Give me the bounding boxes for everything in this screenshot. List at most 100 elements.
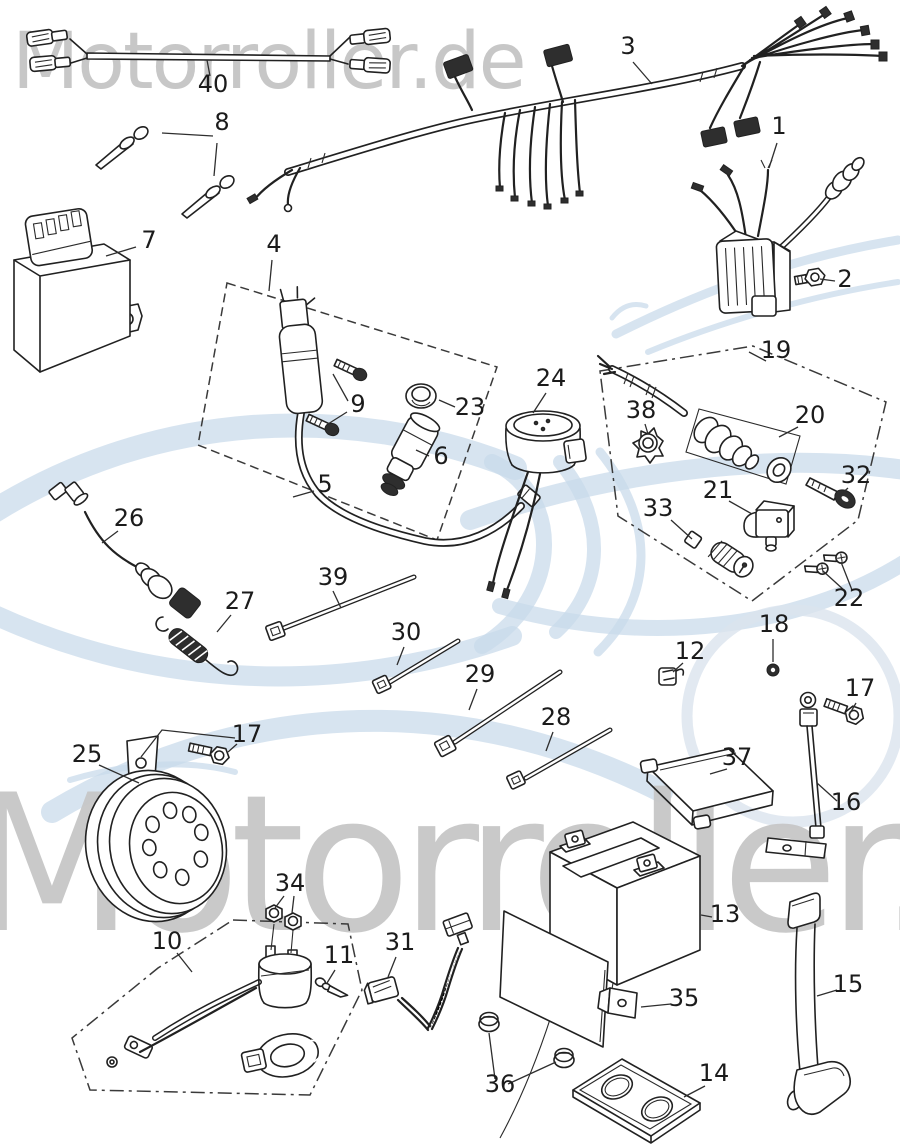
callout-15: 15 [816,970,864,998]
svg-text:24: 24 [536,364,567,392]
part-seat-lock [743,500,795,552]
callout-3: 3 [620,32,653,85]
callout-24: 24 [532,364,567,414]
svg-text:32: 32 [841,461,872,489]
callout-6: 6 [415,442,449,470]
part-horn [84,735,228,923]
part-main-wiring-harness [246,5,888,213]
callout-37: 37 [709,743,752,775]
part-tension-spring [155,616,239,677]
part-lock-cylinder [684,530,754,578]
svg-text:27: 27 [225,587,256,615]
callout-35: 35 [640,984,700,1012]
svg-text:40: 40 [198,70,229,98]
callout-17-right: 17 [845,674,876,716]
part-washer [766,663,780,677]
watermark-top-text: Motorroller.de [12,17,525,107]
svg-text:15: 15 [833,970,864,998]
part-cable-tie-28 [506,727,613,790]
part-rubber-caps [478,1011,575,1069]
part-jumper-cable [25,27,392,74]
part-rubber-grommet [405,383,437,409]
part-spark-plug-cap [380,412,441,496]
svg-text:12: 12 [675,637,706,665]
part-hex-bolt-right [823,697,865,726]
svg-text:9: 9 [350,390,365,418]
svg-text:30: 30 [391,618,422,646]
svg-text:34: 34 [275,869,306,897]
callout-30: 30 [391,618,422,666]
callout-39: 39 [318,563,349,609]
part-bracket-plate [499,910,638,1048]
svg-text:3: 3 [620,32,635,60]
part-cable-clamp [658,667,685,686]
svg-text:33: 33 [643,494,674,522]
part-switch-cable [48,481,201,619]
part-terminal-nuts [265,904,302,954]
svg-text:18: 18 [759,610,790,638]
part-lock-set-box [599,345,887,602]
callout-2: 2 [819,265,853,293]
svg-text:16: 16 [831,788,862,816]
svg-text:8: 8 [214,108,229,136]
callout-26: 26 [101,504,144,544]
part-fuse-holder [363,912,473,1032]
callout-36: 36 [485,1032,557,1098]
svg-text:35: 35 [669,984,700,1012]
svg-text:19: 19 [761,336,792,364]
part-ignition-switch [596,354,801,485]
svg-text:17: 17 [232,720,263,748]
svg-text:29: 29 [465,660,496,688]
callout-8: 8 [161,108,230,177]
callout-27: 27 [216,587,256,633]
part-battery-rod [765,691,827,859]
callout-5: 5 [292,470,333,498]
part-battery-tray [572,1058,701,1144]
callout-33: 33 [643,494,693,540]
svg-text:39: 39 [318,563,349,591]
part-coil-screws [305,358,368,437]
part-hex-bolt-left [187,742,230,766]
part-starter-relay-assembly [71,919,363,1096]
callout-12: 12 [672,637,706,673]
svg-text:25: 25 [72,740,103,768]
callout-13: 13 [700,900,740,928]
callout-4: 4 [266,230,282,292]
part-battery-cover [639,748,774,830]
part-cable-tie-39 [265,574,417,642]
svg-text:6: 6 [433,442,448,470]
part-ignition-coil-assembly [197,282,541,547]
part-rubber-strap [786,892,852,1116]
callout-34: 34 [274,869,306,914]
svg-text:11: 11 [324,941,355,969]
svg-text:20: 20 [795,401,826,429]
svg-text:17: 17 [845,674,876,702]
callout-labels: 40 8 3 1 2 7 4 9 23 6 5 24 38 19 20 32 2… [72,32,876,1098]
svg-text:28: 28 [541,703,572,731]
callout-32: 32 [838,461,872,497]
callout-14: 14 [683,1059,729,1098]
svg-text:23: 23 [455,393,486,421]
callout-28: 28 [541,703,572,752]
svg-text:21: 21 [703,476,734,504]
callout-11: 11 [324,941,355,984]
callout-21: 21 [703,476,753,515]
callout-9: 9 [327,373,366,425]
svg-text:22: 22 [834,584,865,612]
part-lock-screws [803,551,848,575]
callout-40: 40 [198,59,229,98]
battery-terminal-right [633,853,665,877]
battery-terminal-left [559,829,591,853]
part-cable-tie-30 [371,638,461,695]
callout-38: 38 [626,396,656,435]
svg-text:7: 7 [141,226,156,254]
callout-22: 22 [822,561,865,612]
callout-10: 10 [152,927,193,973]
part-flasher-relay [486,410,587,600]
callout-23: 23 [438,393,486,421]
callout-17-left: 17 [140,720,263,758]
part-pin-screw-set [95,125,235,219]
callout-20: 20 [778,401,826,438]
part-rectifier-regulator [690,156,865,317]
